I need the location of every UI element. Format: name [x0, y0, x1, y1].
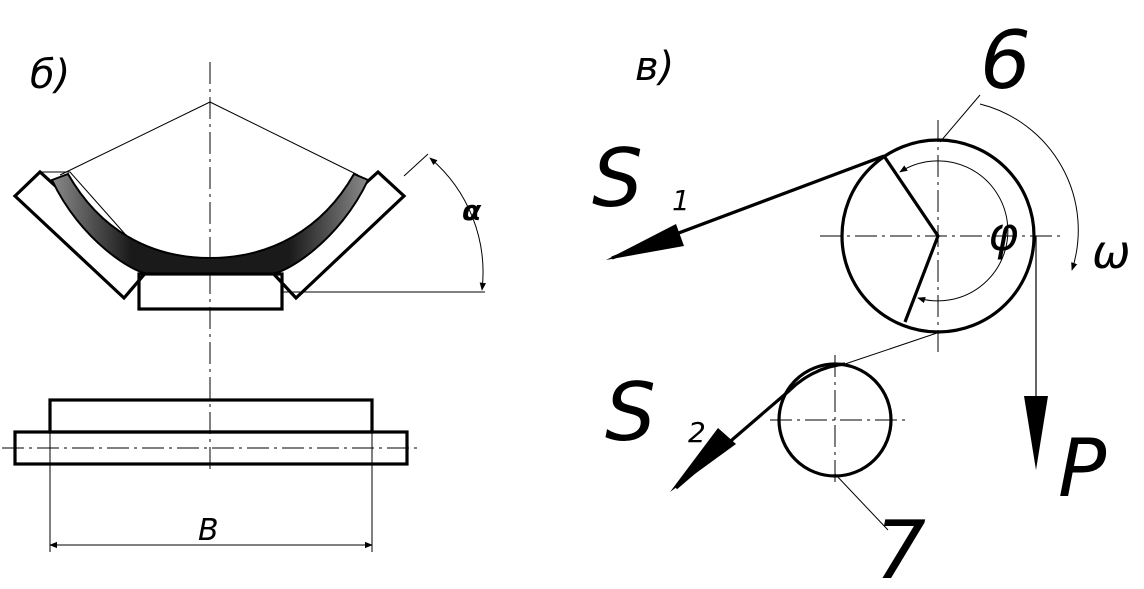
rotation-omega-label: ω [1092, 225, 1131, 279]
leader-line-6 [939, 94, 981, 143]
force-s1-label: S [592, 132, 643, 225]
belt-slack-wrap [788, 362, 846, 392]
force-s2-index: 2 [688, 416, 706, 449]
wrap-angle-phi-arc [899, 160, 1009, 304]
pulley-label-7: 7 [875, 504, 926, 584]
troughed-idler-view: α б) [12, 52, 487, 470]
pulley-label-6: 6 [980, 14, 1031, 107]
wrap-angle-radii [882, 155, 940, 323]
panel-label-v: в) [635, 44, 674, 90]
force-s1-index: 1 [672, 184, 690, 217]
force-p-label: P [1058, 422, 1107, 515]
belt-return-segment [844, 331, 941, 365]
force-s2-arrowhead [670, 428, 736, 492]
wrap-angle-phi-label: φ [988, 207, 1018, 261]
pulley-force-diagram: в) φ ω 6 S 1 7 S 2 [592, 14, 1131, 589]
angle-alpha-label: α [462, 194, 482, 227]
angle-alpha-arc [429, 157, 487, 291]
force-s1-arrowhead [606, 224, 684, 260]
conveyor-belt [50, 172, 370, 275]
force-p-arrowhead [1024, 396, 1048, 470]
construction-line-right [209, 101, 359, 176]
leader-line-7 [834, 473, 889, 531]
panel-label-b: б) [30, 52, 70, 98]
side-roller-left [12, 169, 151, 301]
construction-line-left [59, 101, 211, 176]
side-roller-right [267, 169, 407, 301]
rotation-omega-arc [979, 103, 1079, 271]
idler-top-plate [48, 398, 374, 434]
idler-plan-view: B [2, 398, 420, 552]
dimension-label-b: B [198, 513, 219, 548]
angle-extension-line [403, 153, 429, 177]
force-s2-label: S [605, 366, 656, 459]
